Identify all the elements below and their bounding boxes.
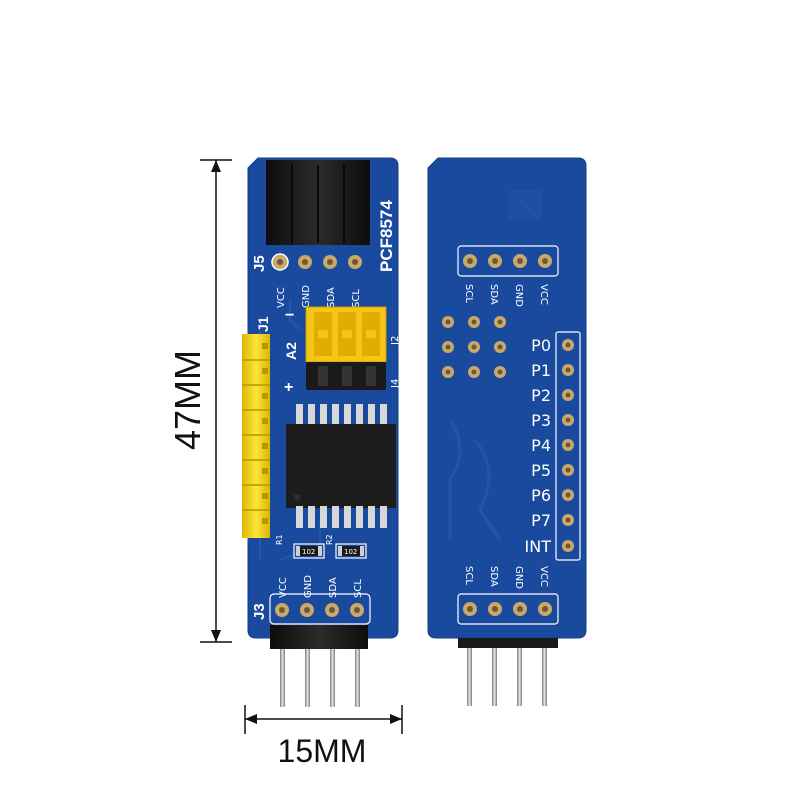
back-header-strip	[458, 638, 558, 648]
top-pin-label-1: VCC	[276, 287, 287, 308]
j5-label: J5	[251, 255, 268, 272]
height-label: 47MM	[167, 350, 208, 450]
ic-chip	[286, 424, 396, 508]
back-jumper-pads	[442, 316, 506, 378]
bottom-pin-label-4: SCL	[353, 579, 364, 598]
port-label-p5: P5	[531, 461, 551, 480]
j3-label: J3	[251, 603, 268, 620]
ic-bottom-legs	[296, 506, 387, 528]
port-label-p4: P4	[531, 436, 551, 455]
back-bottom-pin-label-1: SCL	[463, 566, 474, 585]
r1-label: R1	[275, 534, 284, 545]
bottom-male-pins	[280, 649, 360, 707]
back-top-pin-label-1: SCL	[463, 284, 474, 303]
port-label-p7: P7	[531, 511, 551, 530]
plus-sign: +	[284, 379, 293, 396]
back-pcb	[427, 157, 587, 639]
a2-label: A2	[283, 342, 299, 360]
front-board: J5 PCF8574 VCC GND SDA SCL J1	[242, 157, 401, 707]
r1-value: 102	[302, 548, 315, 556]
top-pin-label-3: SDA	[326, 287, 337, 308]
top-pin-pads	[271, 253, 362, 271]
back-bottom-pads	[463, 602, 552, 616]
j4-label: J4	[390, 379, 401, 389]
top-pin-label-2: GND	[301, 285, 312, 308]
bottom-pin-label-2: GND	[303, 575, 314, 598]
port-label-p6: P6	[531, 486, 551, 505]
height-dimension: 47MM	[167, 159, 232, 643]
address-jumpers	[305, 306, 387, 390]
port-label-p1: P1	[531, 361, 551, 380]
back-top-pin-label-2: SDA	[488, 284, 499, 305]
back-board: SCL SDA GND VCC	[427, 157, 587, 706]
back-top-pin-label-4: VCC	[538, 284, 549, 305]
top-pin-label-4: SCL	[351, 289, 362, 308]
minus-sign: −	[285, 307, 294, 324]
port-label-p0: P0	[531, 336, 551, 355]
back-bottom-pin-label-4: VCC	[538, 566, 549, 587]
port-label-p3: P3	[531, 411, 551, 430]
back-top-pin-label-3: GND	[513, 284, 524, 307]
back-bottom-pin-label-2: SDA	[488, 566, 499, 587]
side-yellow-header	[242, 334, 270, 538]
back-male-pins	[467, 648, 547, 706]
chip-label: PCF8574	[377, 200, 396, 272]
bottom-pin-pads	[275, 603, 364, 617]
bottom-male-header	[270, 625, 368, 649]
port-label-p2: P2	[531, 386, 551, 405]
j1-label: J1	[255, 316, 271, 332]
bottom-pin-label-1: VCC	[278, 577, 289, 598]
port-label-int: INT	[525, 537, 552, 556]
r2-value: 102	[344, 548, 357, 556]
resistors: 102 102	[293, 543, 367, 559]
bottom-pin-label-3: SDA	[328, 577, 339, 598]
back-top-pads	[463, 254, 552, 268]
width-dimension: 15MM	[244, 705, 403, 769]
back-bottom-pin-label-3: GND	[513, 566, 524, 589]
j2-label: J2	[390, 336, 401, 346]
ic-top-legs	[296, 404, 387, 426]
r2-label: R2	[325, 534, 334, 545]
width-label: 15MM	[278, 733, 367, 769]
